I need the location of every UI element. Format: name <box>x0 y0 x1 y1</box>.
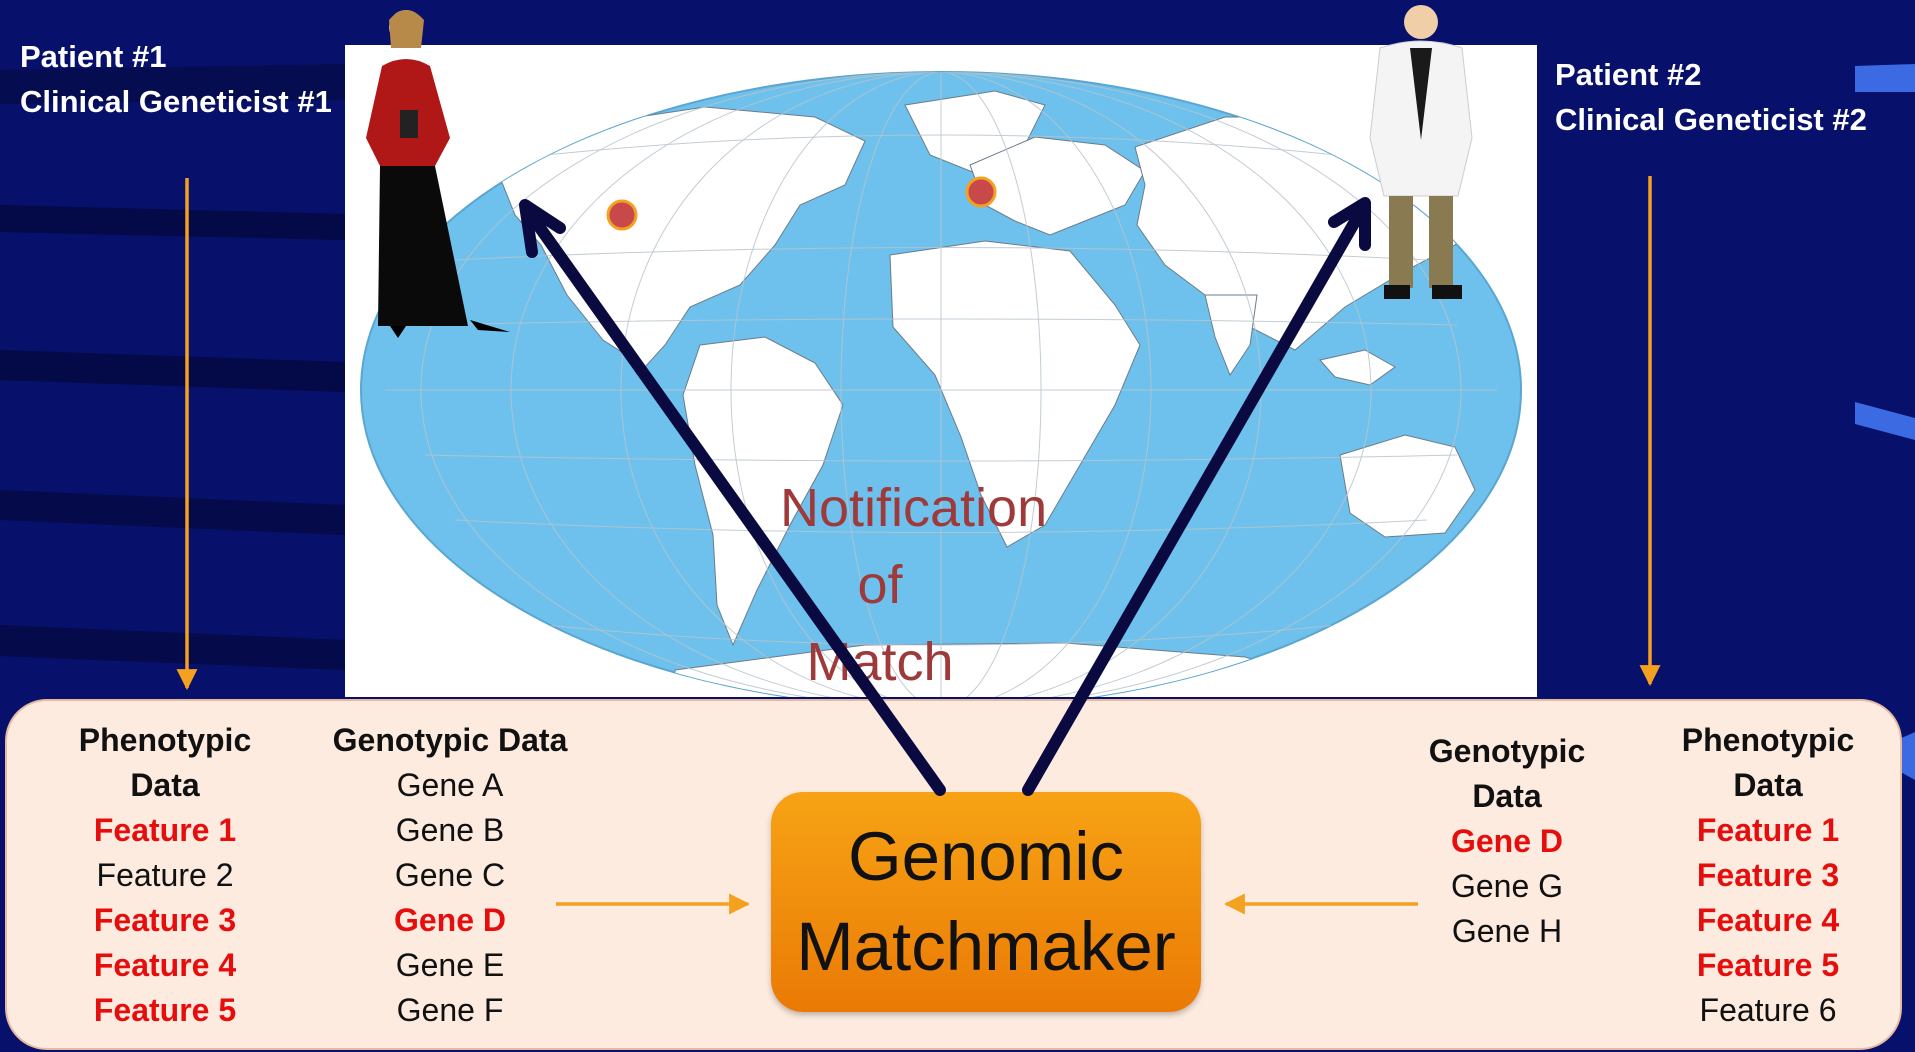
geneticist-2-title: Clinical Geneticist #2 <box>1555 102 1867 137</box>
feature-item: Feature 1 <box>1696 812 1840 848</box>
geneticist-1-title: Clinical Geneticist #1 <box>20 84 332 119</box>
gene-item: Gene A <box>396 767 504 803</box>
feature-item: Feature 1 <box>93 812 237 848</box>
gene-item: Gene F <box>396 992 504 1028</box>
gene-item: Gene D <box>1450 823 1564 859</box>
notification-line-1: Notification <box>780 478 1048 538</box>
column-header: Genotypic Data <box>332 722 568 758</box>
gene-item: Gene H <box>1451 913 1563 949</box>
feature-item: Feature 3 <box>93 902 237 938</box>
patient-1-genotypic-column: Genotypic Data Gene A Gene B Gene C Gene… <box>315 718 585 1033</box>
feature-item: Feature 6 <box>1699 992 1837 1028</box>
patient-2-phenotypic-column: Phenotypic Data Feature 1 Feature 3 Feat… <box>1668 718 1868 1033</box>
column-header: Phenotypic <box>1681 722 1855 758</box>
location-marker-icon <box>606 199 638 231</box>
patient-2-label: Patient #2 Clinical Geneticist #2 <box>1555 52 1867 142</box>
gene-item: Gene B <box>395 812 505 848</box>
patient-1-phenotypic-column: Phenotypic Data Feature 1 Feature 2 Feat… <box>65 718 265 1033</box>
matchmaker-line-2: Matchmaker <box>796 908 1176 985</box>
patient-1-title: Patient #1 <box>20 39 167 74</box>
location-marker-icon <box>965 176 997 208</box>
genomic-matchmaker-box: Genomic Matchmaker <box>771 792 1201 1012</box>
feature-item: Feature 5 <box>93 992 237 1028</box>
gene-item: Gene D <box>393 902 507 938</box>
feature-item: Feature 4 <box>93 947 237 983</box>
gene-item: Gene G <box>1450 868 1564 904</box>
column-header: Genotypic <box>1428 733 1586 769</box>
patient-2-title: Patient #2 <box>1555 57 1702 92</box>
notification-line-2: of <box>857 555 903 615</box>
gene-item: Gene C <box>394 857 506 893</box>
column-header: Data <box>1472 778 1542 814</box>
feature-item: Feature 2 <box>96 857 234 893</box>
feature-item: Feature 5 <box>1696 947 1840 983</box>
gene-item: Gene E <box>395 947 505 983</box>
column-header: Data <box>1733 767 1803 803</box>
notification-line-3: Match <box>806 632 954 692</box>
feature-item: Feature 4 <box>1696 902 1840 938</box>
notification-of-match: Notification of Match <box>780 470 1048 701</box>
patient-1-label: Patient #1 Clinical Geneticist #1 <box>20 34 332 124</box>
column-header: Data <box>130 767 200 803</box>
column-header: Phenotypic <box>78 722 252 758</box>
feature-item: Feature 3 <box>1696 857 1840 893</box>
matchmaker-line-1: Genomic <box>847 818 1125 895</box>
patient-2-genotypic-column: Genotypic Data Gene D Gene G Gene H <box>1397 729 1617 954</box>
